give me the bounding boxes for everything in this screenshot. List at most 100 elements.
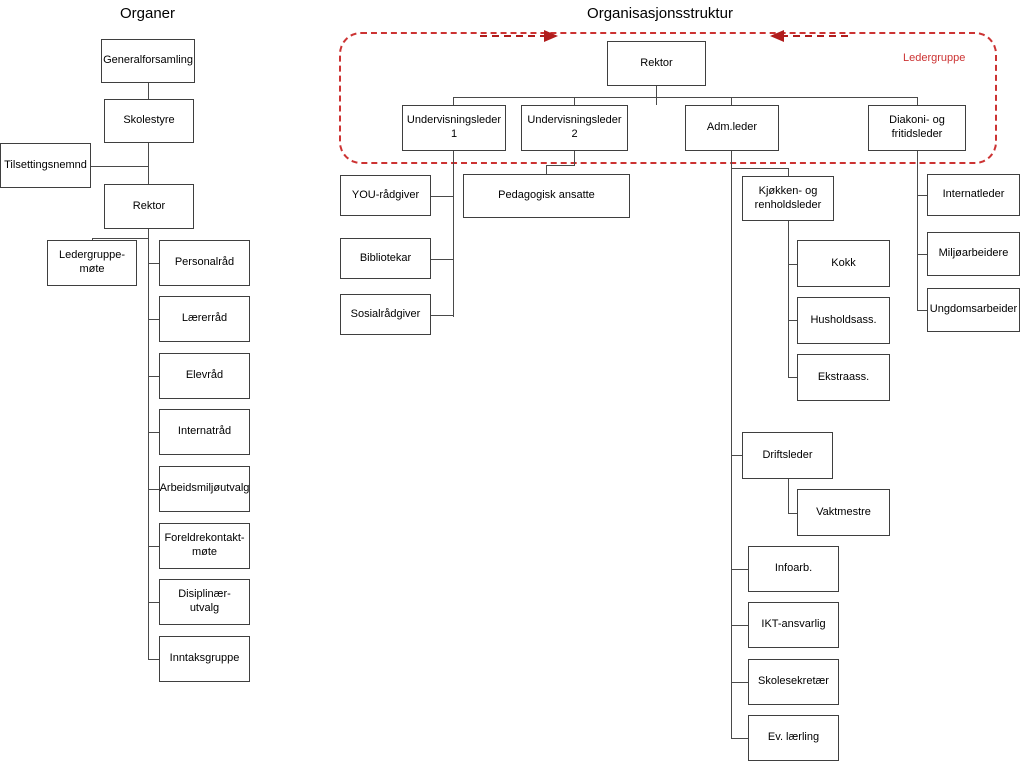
connector-admleder-kjokken-h bbox=[731, 168, 788, 169]
connector-driftsleder-v bbox=[788, 479, 789, 513]
node-label: Inntaksgruppe bbox=[169, 652, 240, 665]
node-ledergruppemote[interactable]: Ledergruppe-møte bbox=[47, 240, 137, 286]
node-label: Skolestyre bbox=[123, 114, 175, 127]
node-sosialradgiver[interactable]: Sosialrådgiver bbox=[340, 294, 431, 335]
node-undervisningsleder1[interactable]: Undervisningsleder 1 bbox=[402, 105, 506, 151]
ledergruppe-group-outline bbox=[339, 32, 997, 164]
node-laererrad[interactable]: Lærerråd bbox=[159, 296, 250, 342]
node-label: Ekstraass. bbox=[817, 370, 870, 383]
node-label: Undervisningsleder 2 bbox=[527, 114, 622, 140]
ledergruppe-arrows bbox=[480, 30, 848, 42]
node-personalrad[interactable]: Personalråd bbox=[159, 240, 250, 286]
connector-ul2-elbow-v bbox=[546, 165, 547, 174]
node-skolestyre[interactable]: Skolestyre bbox=[104, 99, 194, 143]
connector-ul2-elbow-h bbox=[546, 165, 575, 166]
ledergruppe-label: Ledergruppe bbox=[903, 52, 966, 64]
connector-drop-admleder bbox=[731, 97, 732, 105]
node-label: Skolesekretær bbox=[758, 675, 829, 688]
node-ungdomsarbeider[interactable]: Ungdomsarbeider bbox=[927, 288, 1020, 332]
node-vaktmestre[interactable]: Vaktmestre bbox=[797, 489, 890, 536]
node-label: Arbeidsmiljøutvalg bbox=[159, 482, 250, 495]
node-label: Ungdomsarbeider bbox=[929, 303, 1018, 316]
node-ekstraass[interactable]: Ekstraass. bbox=[797, 354, 890, 401]
node-label: Infoarb. bbox=[774, 562, 813, 575]
node-pedagogisk-ansatte[interactable]: Pedagogisk ansatte bbox=[463, 174, 630, 218]
connector-stub-personalrad bbox=[148, 263, 159, 264]
connector-drop-undervisningsleder1 bbox=[453, 97, 454, 105]
node-label: Lærerråd bbox=[181, 312, 228, 325]
connector-drop-diakoni bbox=[917, 97, 918, 105]
connector-rektor-trunk bbox=[148, 229, 149, 659]
node-internatrad[interactable]: Internatråd bbox=[159, 409, 250, 455]
connector-stub-disiplinaerutvalg bbox=[148, 602, 159, 603]
node-label: Rektor bbox=[132, 199, 166, 212]
node-ikt-ansvarlig[interactable]: IKT-ansvarlig bbox=[748, 602, 839, 648]
node-you-radgiver[interactable]: YOU-rådgiver bbox=[340, 175, 431, 216]
connector-diakoni-trunk bbox=[917, 151, 918, 311]
node-rektor-left[interactable]: Rektor bbox=[104, 184, 194, 229]
node-internatleder[interactable]: Internatleder bbox=[927, 174, 1020, 216]
connector-stub-internatrad bbox=[148, 432, 159, 433]
connector-admleder-skolesekretaer bbox=[731, 682, 748, 683]
node-admleder[interactable]: Adm.leder bbox=[685, 105, 779, 151]
connector-diakoni-ungdomsarbeider bbox=[917, 310, 927, 311]
node-foreldrekontaktmote[interactable]: Foreldrekontakt-møte bbox=[159, 523, 250, 569]
connector-kjokken-husholdsass bbox=[788, 320, 797, 321]
connector-tilsettingsnemnd bbox=[91, 166, 148, 167]
node-label: Foreldrekontakt-møte bbox=[164, 532, 245, 558]
connector-ul1-trunk bbox=[453, 151, 454, 317]
node-disiplinaerutvalg[interactable]: Disiplinær-utvalg bbox=[159, 579, 250, 625]
node-label: Ev. lærling bbox=[767, 731, 820, 744]
connector-driftsleder-vaktmestre bbox=[788, 513, 797, 514]
node-undervisningsleder2[interactable]: Undervisningsleder 2 bbox=[521, 105, 628, 151]
connector-admleder-infoarb bbox=[731, 569, 748, 570]
node-skolesekretaer[interactable]: Skolesekretær bbox=[748, 659, 839, 705]
connector-ul1-bibliotekar bbox=[431, 259, 453, 260]
connector-stub-foreldrekontaktmote bbox=[148, 546, 159, 547]
node-label: Sosialrådgiver bbox=[350, 307, 421, 320]
node-husholdsass[interactable]: Husholdsass. bbox=[797, 297, 890, 344]
connector-admleder-driftsleder bbox=[731, 455, 742, 456]
connector-admleder-ev-laerling bbox=[731, 738, 748, 739]
node-label: YOU-rådgiver bbox=[351, 188, 420, 201]
connector-kjokken-trunk bbox=[788, 221, 789, 377]
connector-rektor-down bbox=[656, 86, 657, 105]
node-generalforsamling[interactable]: Generalforsamling bbox=[101, 39, 195, 83]
node-arbeidsmiljoutvalg[interactable]: Arbeidsmiljøutvalg bbox=[159, 466, 250, 512]
connector-kjokken-ekstraass bbox=[788, 377, 797, 378]
connector-ul1-you-radgiver bbox=[431, 196, 453, 197]
connector-admleder-kjokken-v bbox=[788, 168, 789, 176]
connector-ledergruppemote-h bbox=[92, 238, 148, 239]
node-label: Personalråd bbox=[174, 256, 235, 269]
node-elevrad[interactable]: Elevråd bbox=[159, 353, 250, 399]
node-driftsleder[interactable]: Driftsleder bbox=[742, 432, 833, 479]
connector-ul1-sosialradgiver bbox=[431, 315, 453, 316]
node-label: Disiplinær-utvalg bbox=[178, 588, 231, 614]
node-label: Vaktmestre bbox=[816, 505, 871, 518]
connector-stub-elevrad bbox=[148, 376, 159, 377]
node-inntaksgruppe[interactable]: Inntaksgruppe bbox=[159, 636, 250, 682]
node-label: Pedagogisk ansatte bbox=[498, 189, 595, 202]
connector-admleder-trunk bbox=[731, 151, 732, 739]
node-rektor[interactable]: Rektor bbox=[607, 41, 706, 86]
node-ev-laerling[interactable]: Ev. lærling bbox=[748, 715, 839, 761]
node-bibliotekar[interactable]: Bibliotekar bbox=[340, 238, 431, 279]
node-infoarb[interactable]: Infoarb. bbox=[748, 546, 839, 592]
connector-skolestyre-rektor bbox=[148, 143, 149, 184]
connector-admleder-ikt bbox=[731, 625, 748, 626]
left-chart-title: Organer bbox=[119, 5, 176, 22]
node-label: Generalforsamling bbox=[103, 54, 193, 67]
node-label: Adm.leder bbox=[706, 121, 758, 134]
connector-kjokken-kokk bbox=[788, 264, 797, 265]
node-miljoarbeidere[interactable]: Miljøarbeidere bbox=[927, 232, 1020, 276]
node-kokk[interactable]: Kokk bbox=[797, 240, 890, 287]
node-label: Internatleder bbox=[942, 188, 1005, 201]
node-tilsettingsnemnd[interactable]: Tilsettingsnemnd bbox=[0, 143, 91, 188]
node-label: Kokk bbox=[831, 256, 856, 269]
node-label: Tilsettingsnemnd bbox=[4, 158, 87, 171]
connector-top-bus bbox=[453, 97, 917, 98]
